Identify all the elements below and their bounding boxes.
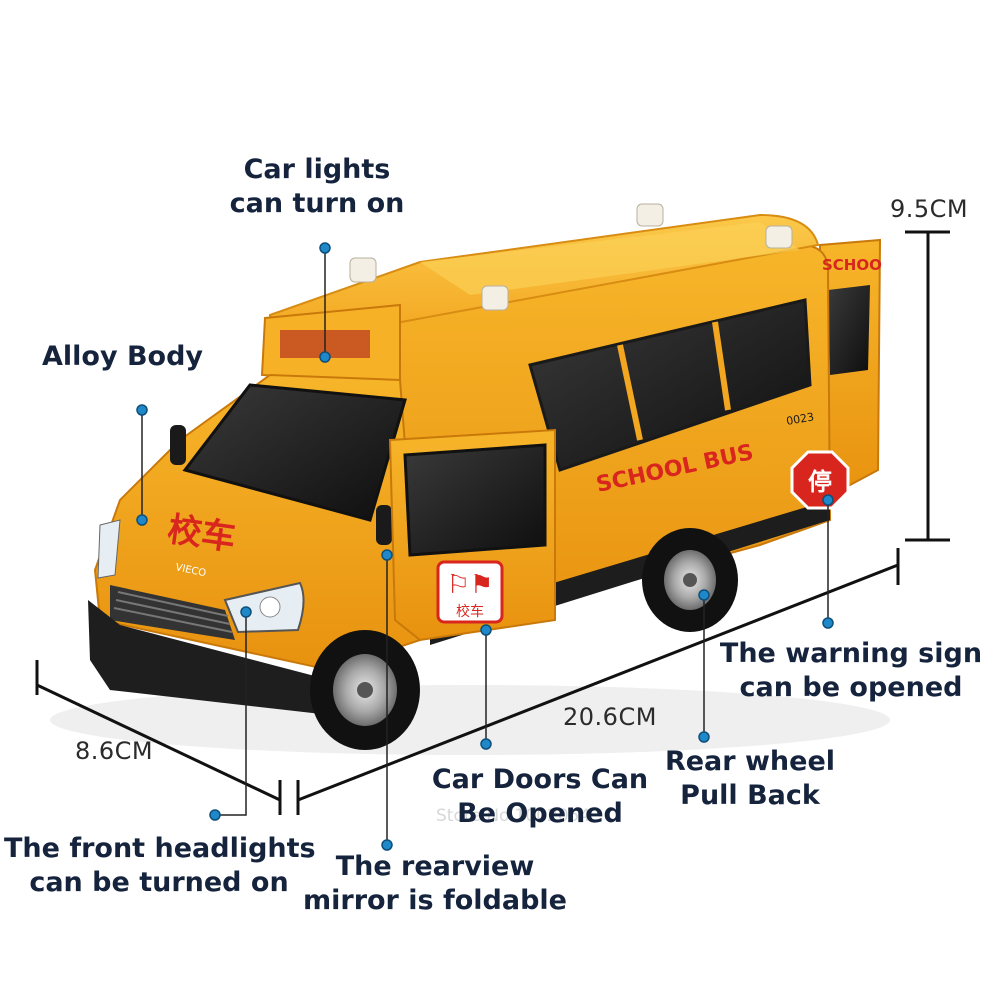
callout-headlights-line2: can be turned on (29, 867, 289, 898)
rear-school-label: SCHOO (822, 256, 882, 274)
callout-car-doors-line2: Be Opened (457, 798, 623, 829)
front-door: ⚐⚑ 校车 (388, 428, 556, 642)
width-dimension-label: 8.6CM (75, 737, 154, 765)
callout-rearview-line1: The rearview (335, 851, 535, 882)
front-bumper (88, 600, 330, 715)
rear-wheel (642, 528, 738, 632)
front-wheel (310, 630, 420, 750)
stop-sign-label: 停 (808, 468, 832, 496)
callout-rearview-line2: mirror is foldable (302, 885, 567, 916)
callout-dots (136, 242, 834, 851)
rear-door (818, 238, 882, 502)
roof-lights (349, 203, 793, 311)
callout-car-lights-line1: Car lights (243, 154, 391, 185)
store-watermark: Store No.1002054 (436, 806, 591, 826)
length-dimension-label: 20.6CM (563, 703, 657, 731)
windshield (182, 383, 407, 522)
bus-number: 0023 (785, 410, 815, 428)
height-dimension-label: 9.5CM (890, 195, 969, 223)
callout-alloy-body-line1: Alloy Body (42, 341, 204, 372)
callout-alloy-body: Alloy Body (42, 340, 204, 374)
warning-stop-sign: 停 (790, 450, 850, 510)
svg-text:⚐⚑: ⚐⚑ (447, 570, 494, 600)
callout-headlights-line1: The front headlights (4, 833, 316, 864)
callout-rearview-mirror: The rearview mirror is foldable (300, 850, 570, 918)
callout-rear-wheel-line1: Rear wheel (664, 746, 836, 777)
callout-warning-sign: The warning sign can be opened (718, 637, 984, 705)
callout-warning-sign-line1: The warning sign (719, 638, 983, 669)
callout-car-lights: Car lights can turn on (222, 153, 412, 221)
callout-leaders (141, 248, 829, 845)
callout-car-doors: Car Doors Can Be Opened (430, 763, 650, 831)
callout-car-lights-line2: can turn on (229, 188, 405, 219)
callout-warning-sign-line2: can be opened (739, 672, 963, 703)
callout-car-doors-line1: Car Doors Can (431, 764, 649, 795)
callout-rear-wheel-line2: Pull Back (680, 780, 820, 811)
hood-chinese-label: 校车 (165, 510, 238, 559)
door-chinese-label: 校车 (456, 603, 484, 620)
callout-rear-wheel: Rear wheel Pull Back (660, 745, 840, 813)
dimension-lines (35, 230, 950, 815)
rearview-mirror (170, 425, 186, 465)
callout-headlights: The front headlights can be turned on (4, 832, 316, 900)
